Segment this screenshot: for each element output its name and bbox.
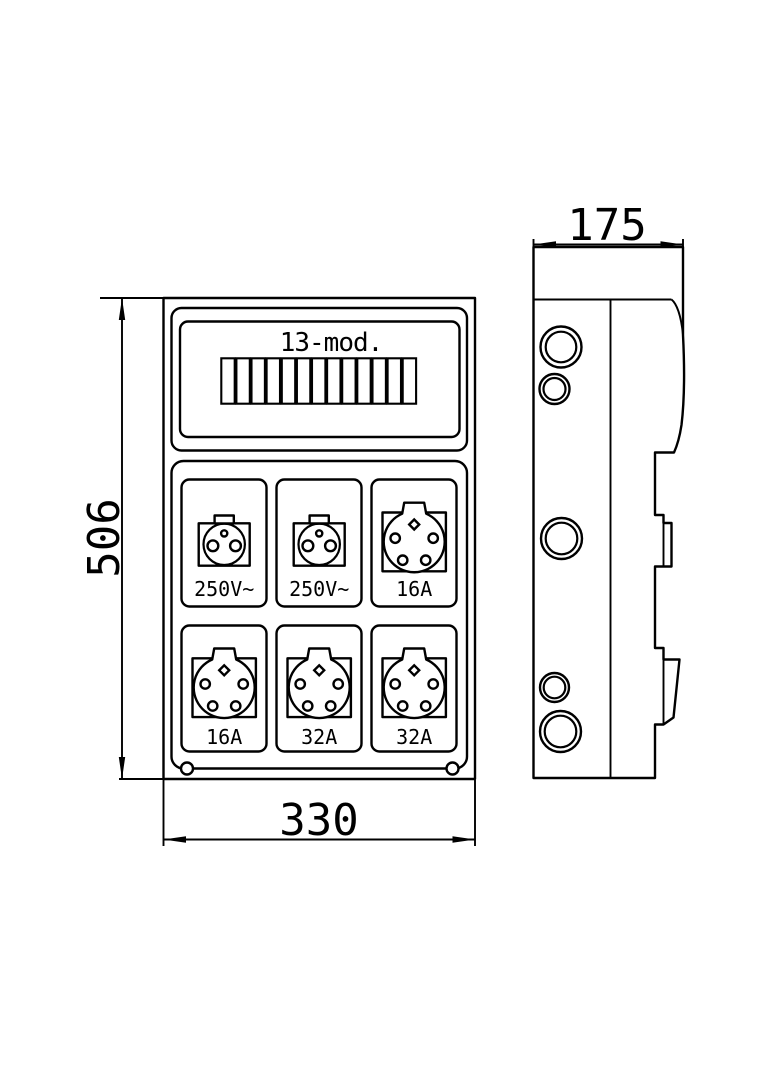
dim-depth-label: 175 xyxy=(567,200,646,251)
schuko-socket-icon xyxy=(197,514,251,567)
cable-gland-3 xyxy=(539,516,584,561)
cable-gland-2-inner xyxy=(542,376,567,402)
socket-label: 250V~ xyxy=(194,577,254,601)
socket-box xyxy=(180,624,268,753)
arrowhead-right-icon xyxy=(452,836,475,843)
dim-width-label: 330 xyxy=(279,795,358,846)
cee-socket-icon xyxy=(286,647,353,720)
socket-panel-frame xyxy=(170,459,469,770)
module-cell xyxy=(295,357,312,405)
module-cell xyxy=(310,357,327,405)
dimension-height: 506 xyxy=(79,297,163,780)
dimension-depth: 175 xyxy=(532,200,684,251)
mounting-hole-right xyxy=(445,761,460,776)
module-cell xyxy=(371,357,387,405)
arrowhead-left-icon xyxy=(163,836,186,843)
module-cell xyxy=(386,357,403,405)
module-window-label: 13-mod. xyxy=(280,328,383,358)
socket-label: 16A xyxy=(396,577,432,601)
socket-label: 250V~ xyxy=(289,577,349,601)
dimension-width: 330 xyxy=(162,780,476,846)
cable-gland-5 xyxy=(538,709,583,754)
module-window: 13-mod. xyxy=(170,306,469,452)
module-strip xyxy=(220,357,418,405)
socket-label: 32A xyxy=(396,725,432,749)
module-cell xyxy=(401,357,418,405)
socket-box xyxy=(180,478,268,608)
module-cell xyxy=(250,357,266,405)
cable-gland-3-inner xyxy=(544,521,579,556)
module-window-outer-frame xyxy=(170,306,469,452)
socket-label: 32A xyxy=(301,725,337,749)
mounting-hole-left xyxy=(179,761,195,776)
socket-box xyxy=(275,624,363,753)
cable-gland-4-inner xyxy=(542,675,567,700)
socket-panel: 250V~ 250V~ 16A 16A 32A 32A xyxy=(170,459,469,776)
socket-box xyxy=(370,478,458,608)
schuko-socket-icon xyxy=(292,514,346,567)
dim-height-label: 506 xyxy=(79,498,130,577)
arrowhead-right-icon xyxy=(660,241,683,248)
module-cell xyxy=(235,357,251,405)
front-view: 13-mod. xyxy=(162,296,477,781)
enclosure-outline xyxy=(162,296,477,781)
side-outline xyxy=(532,245,686,780)
cee-socket-icon xyxy=(191,647,258,720)
arrowhead-down-icon xyxy=(118,757,126,779)
socket-box xyxy=(370,624,458,753)
module-cell xyxy=(356,357,372,405)
module-cell xyxy=(220,357,236,405)
side-view xyxy=(532,245,686,780)
module-cell xyxy=(265,357,282,405)
module-cell xyxy=(326,357,342,405)
cee-socket-icon xyxy=(381,647,448,720)
socket-box xyxy=(275,478,363,608)
module-cell xyxy=(341,357,357,405)
cable-gland-5-inner xyxy=(543,714,578,749)
cable-gland-1-inner xyxy=(544,330,578,364)
lid-curve-seam xyxy=(670,298,684,336)
arrowhead-up-icon xyxy=(118,298,126,320)
module-window-inner-frame xyxy=(178,320,461,439)
cee-socket-icon xyxy=(381,501,448,574)
arrowhead-left-icon xyxy=(533,241,556,248)
socket-label: 16A xyxy=(206,725,242,749)
module-cell xyxy=(280,357,297,405)
